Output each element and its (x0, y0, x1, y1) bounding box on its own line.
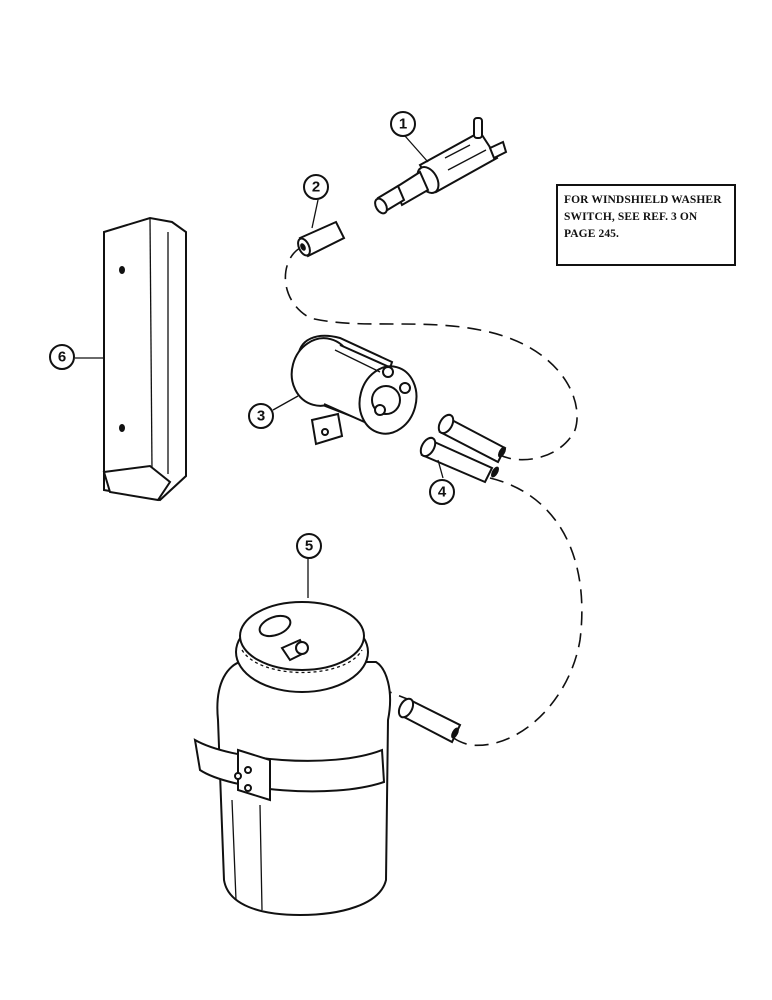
note-line-2: SWITCH, SEE REF. 3 ON (564, 211, 698, 223)
callout-2: 2 (303, 174, 329, 200)
hose-icon (297, 220, 346, 258)
svg-text:4: 4 (438, 484, 447, 501)
washer-nozzle-icon (374, 117, 508, 215)
svg-text:6: 6 (58, 349, 66, 366)
svg-text:5: 5 (305, 538, 313, 555)
svg-text:2: 2 (312, 179, 320, 196)
reference-note-box: FOR WINDSHIELD WASHER SWITCH, SEE REF. 3… (556, 184, 736, 266)
note-line-1: FOR WINDSHIELD WASHER (564, 194, 722, 206)
hose-pair-icon (419, 413, 507, 484)
reservoir-bottle-icon (193, 601, 392, 917)
callout-1: 1 (390, 111, 416, 137)
note-line-3: PAGE 245. (564, 228, 619, 240)
callout-4: 4 (429, 479, 455, 505)
svg-text:3: 3 (257, 408, 265, 425)
callout-6: 6 (49, 344, 75, 370)
hose-icon (397, 697, 462, 744)
mounting-bracket-icon (102, 216, 187, 502)
callout-3: 3 (248, 403, 274, 429)
callout-leaders (75, 135, 444, 598)
callout-5: 5 (296, 533, 322, 559)
washer-pump-motor-icon (290, 334, 418, 446)
svg-text:1: 1 (399, 116, 407, 133)
